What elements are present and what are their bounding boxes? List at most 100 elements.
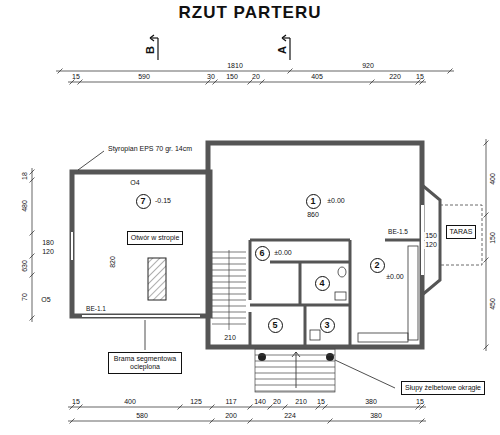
terrace-label-box: TARAS: [446, 225, 477, 239]
dimension: 150: [424, 232, 438, 240]
dimension-line: [32, 168, 33, 322]
title: RZUT PARTERU: [0, 3, 500, 23]
level-mark: ±0.00: [274, 249, 291, 257]
gate-symbol: [71, 205, 421, 318]
dimension: 117: [225, 398, 236, 406]
dimension-tick: [78, 80, 83, 85]
dimension: 150: [226, 73, 238, 81]
dimension-tick: [178, 405, 183, 410]
dimension-line: [68, 421, 426, 422]
dimension: 380: [365, 398, 377, 406]
room-number-text: 3: [324, 321, 329, 330]
stair-step: [255, 361, 335, 362]
dimension: 180: [42, 239, 54, 247]
dimension: 20: [252, 73, 260, 81]
dimension: 860: [307, 211, 319, 219]
dimension: 200: [225, 412, 237, 420]
dimension: 450: [489, 298, 497, 310]
dimension-tick: [70, 80, 75, 85]
window-tag: BE-1.1: [85, 305, 107, 313]
dimension: 210: [224, 334, 236, 342]
dimension: 400: [489, 173, 497, 185]
dimension-line: [68, 407, 426, 408]
dimension: 630: [21, 260, 29, 272]
room-number-text: 1: [310, 197, 315, 206]
dimension: 480: [21, 200, 29, 212]
openings: [72, 205, 422, 316]
level-mark: -0.15: [155, 197, 171, 205]
dimension-tick: [370, 80, 375, 85]
stair-line: [229, 250, 230, 330]
dimension: 15: [317, 398, 325, 406]
dimension-tick: [30, 231, 35, 236]
column-note-box: Słupy żelbetowe okrągłe: [401, 381, 485, 395]
dimension-line: [56, 71, 454, 72]
dimension-tick: [448, 69, 453, 74]
dimension-tick: [288, 69, 293, 74]
dimension-tick: [328, 419, 333, 424]
dimension: 70: [21, 293, 29, 301]
dimension: 1810: [227, 62, 243, 70]
window-tag: O4: [130, 179, 139, 187]
terrace-outline: [440, 205, 482, 265]
dimension-tick: [484, 258, 489, 263]
dimension-tick: [248, 80, 253, 85]
dimension: 20: [273, 398, 281, 406]
dimension: 30: [207, 73, 215, 81]
room-number: 4: [315, 276, 330, 291]
dimension-tick: [484, 141, 489, 146]
dimension: 224: [284, 412, 296, 420]
note-text: Brama segmentowa ocieplona: [112, 355, 178, 371]
room-number-text: 7: [140, 197, 145, 206]
section-letter: A: [276, 46, 288, 54]
stair-step: [255, 379, 335, 380]
dimension: 140: [254, 398, 266, 406]
dimension-tick: [30, 316, 35, 321]
dimension: 125: [190, 398, 202, 406]
stair-lines: [212, 250, 335, 392]
window-tag: O5: [41, 296, 50, 304]
note-text: Słupy żelbetowe okrągłe: [405, 384, 481, 392]
dimension: 15: [72, 73, 80, 81]
dimension: 18: [21, 172, 29, 180]
level-mark: ±0.00: [386, 273, 403, 281]
dimension: 405: [311, 73, 323, 81]
dimension-tick: [283, 405, 288, 410]
window-tag: BE-1.5: [387, 228, 409, 236]
dimension: 15: [72, 398, 80, 406]
gate-note-box: Brama segmentowa ocieplona: [108, 352, 182, 374]
room-number: 1: [306, 194, 321, 209]
section-letter: B: [144, 46, 156, 54]
note-text: TARAS: [450, 228, 473, 236]
fixtures: [310, 246, 418, 342]
room-number: 2: [370, 258, 385, 273]
dimension: 820: [109, 256, 117, 268]
dimension-tick: [206, 80, 211, 85]
dimension-tick: [70, 405, 75, 410]
dimension: 220: [389, 73, 401, 81]
dimension-tick: [248, 405, 253, 410]
dimension-tick: [416, 80, 421, 85]
dimension-tick: [30, 178, 35, 183]
level-mark: ±0.00: [327, 197, 344, 205]
dimension-tick: [484, 345, 489, 350]
room-number: 7: [136, 194, 151, 209]
dimension-tick: [210, 419, 215, 424]
room-number-text: 4: [319, 279, 324, 288]
dimension-tick: [420, 419, 425, 424]
dimension-tick: [30, 254, 35, 259]
dimension: 150: [489, 232, 497, 244]
room-number: 5: [268, 318, 283, 333]
dimension: 15: [416, 398, 424, 406]
dimension: 15: [416, 73, 424, 81]
stair-step: [255, 385, 335, 386]
dimension-tick: [316, 405, 321, 410]
dimension: 920: [362, 62, 374, 70]
dimension-tick: [484, 213, 489, 218]
dimension-tick: [213, 80, 218, 85]
dimension-tick: [420, 80, 425, 85]
dimension-tick: [210, 405, 215, 410]
